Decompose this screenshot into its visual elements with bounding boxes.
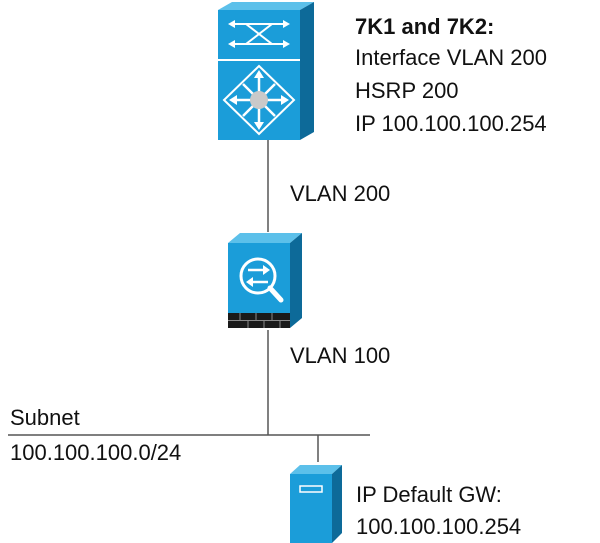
vlan-100-label: VLAN 100 bbox=[290, 343, 391, 368]
subnet-value: 100.100.100.0/24 bbox=[10, 440, 182, 465]
switch-info-title: 7K1 and 7K2: bbox=[355, 14, 495, 39]
firewall-icon bbox=[228, 233, 302, 328]
switch-info-interface: Interface VLAN 200 bbox=[355, 45, 548, 70]
server-icon bbox=[290, 465, 342, 543]
vlan-200-label: VLAN 200 bbox=[290, 181, 391, 206]
server-gateway-label: IP Default GW: bbox=[356, 482, 502, 507]
switch-info-ip: IP 100.100.100.254 bbox=[355, 111, 547, 136]
server-gateway-ip: 100.100.100.254 bbox=[356, 514, 522, 539]
switch-info-hsrp: HSRP 200 bbox=[355, 78, 459, 103]
subnet-label: Subnet bbox=[10, 405, 80, 430]
nexus-switch-icon bbox=[218, 2, 314, 140]
